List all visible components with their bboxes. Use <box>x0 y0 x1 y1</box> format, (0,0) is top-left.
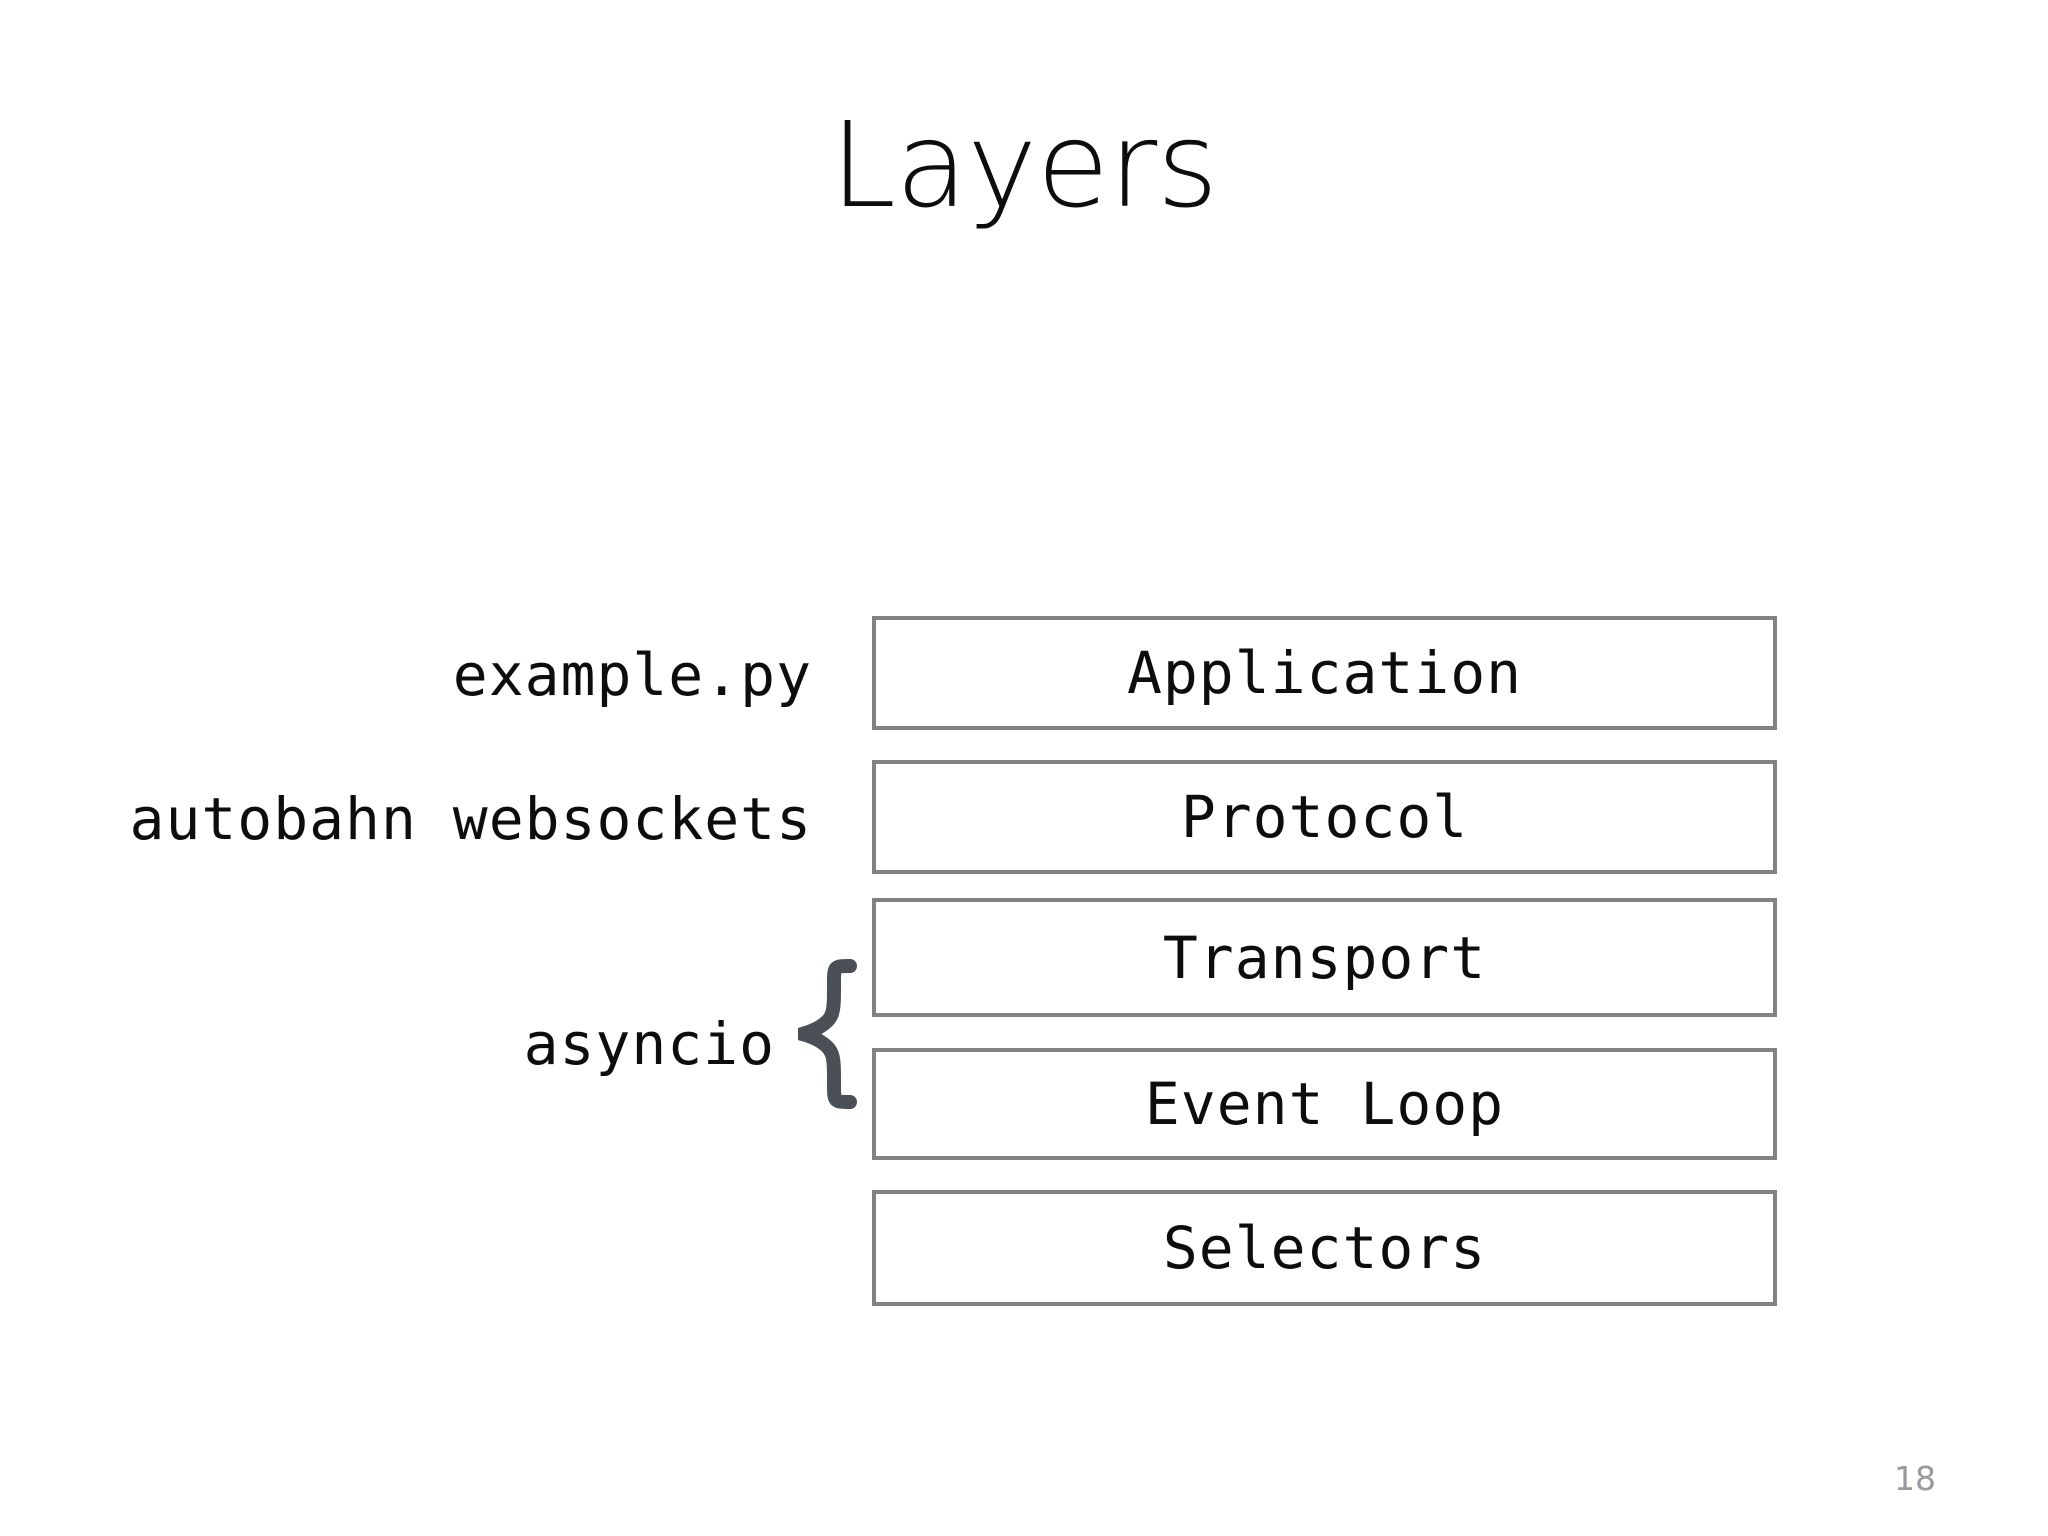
page-number: 18 <box>1894 1459 1936 1498</box>
layer-box-label-event-loop: Event Loop <box>1144 1070 1505 1138</box>
curly-brace-icon <box>798 958 858 1110</box>
layer-box-protocol[interactable]: Protocol <box>872 760 1777 874</box>
annotation-label-example-py: example.py <box>452 641 812 709</box>
curly-brace-shape <box>798 959 857 1109</box>
layer-box-label-protocol: Protocol <box>1180 783 1469 851</box>
page-title: Layers <box>830 96 1218 234</box>
layer-box-application[interactable]: Application <box>872 616 1777 730</box>
layer-box-label-application: Application <box>1126 639 1523 707</box>
layer-box-label-selectors: Selectors <box>1162 1214 1487 1282</box>
annotation-label-autobahn-websockets: autobahn websockets <box>129 785 812 853</box>
layer-box-selectors[interactable]: Selectors <box>872 1190 1777 1306</box>
layer-box-event-loop[interactable]: Event Loop <box>872 1048 1777 1160</box>
layer-box-label-transport: Transport <box>1162 923 1487 992</box>
annotation-label-asyncio: asyncio <box>523 1010 775 1078</box>
layer-box-transport[interactable]: Transport <box>872 898 1777 1017</box>
